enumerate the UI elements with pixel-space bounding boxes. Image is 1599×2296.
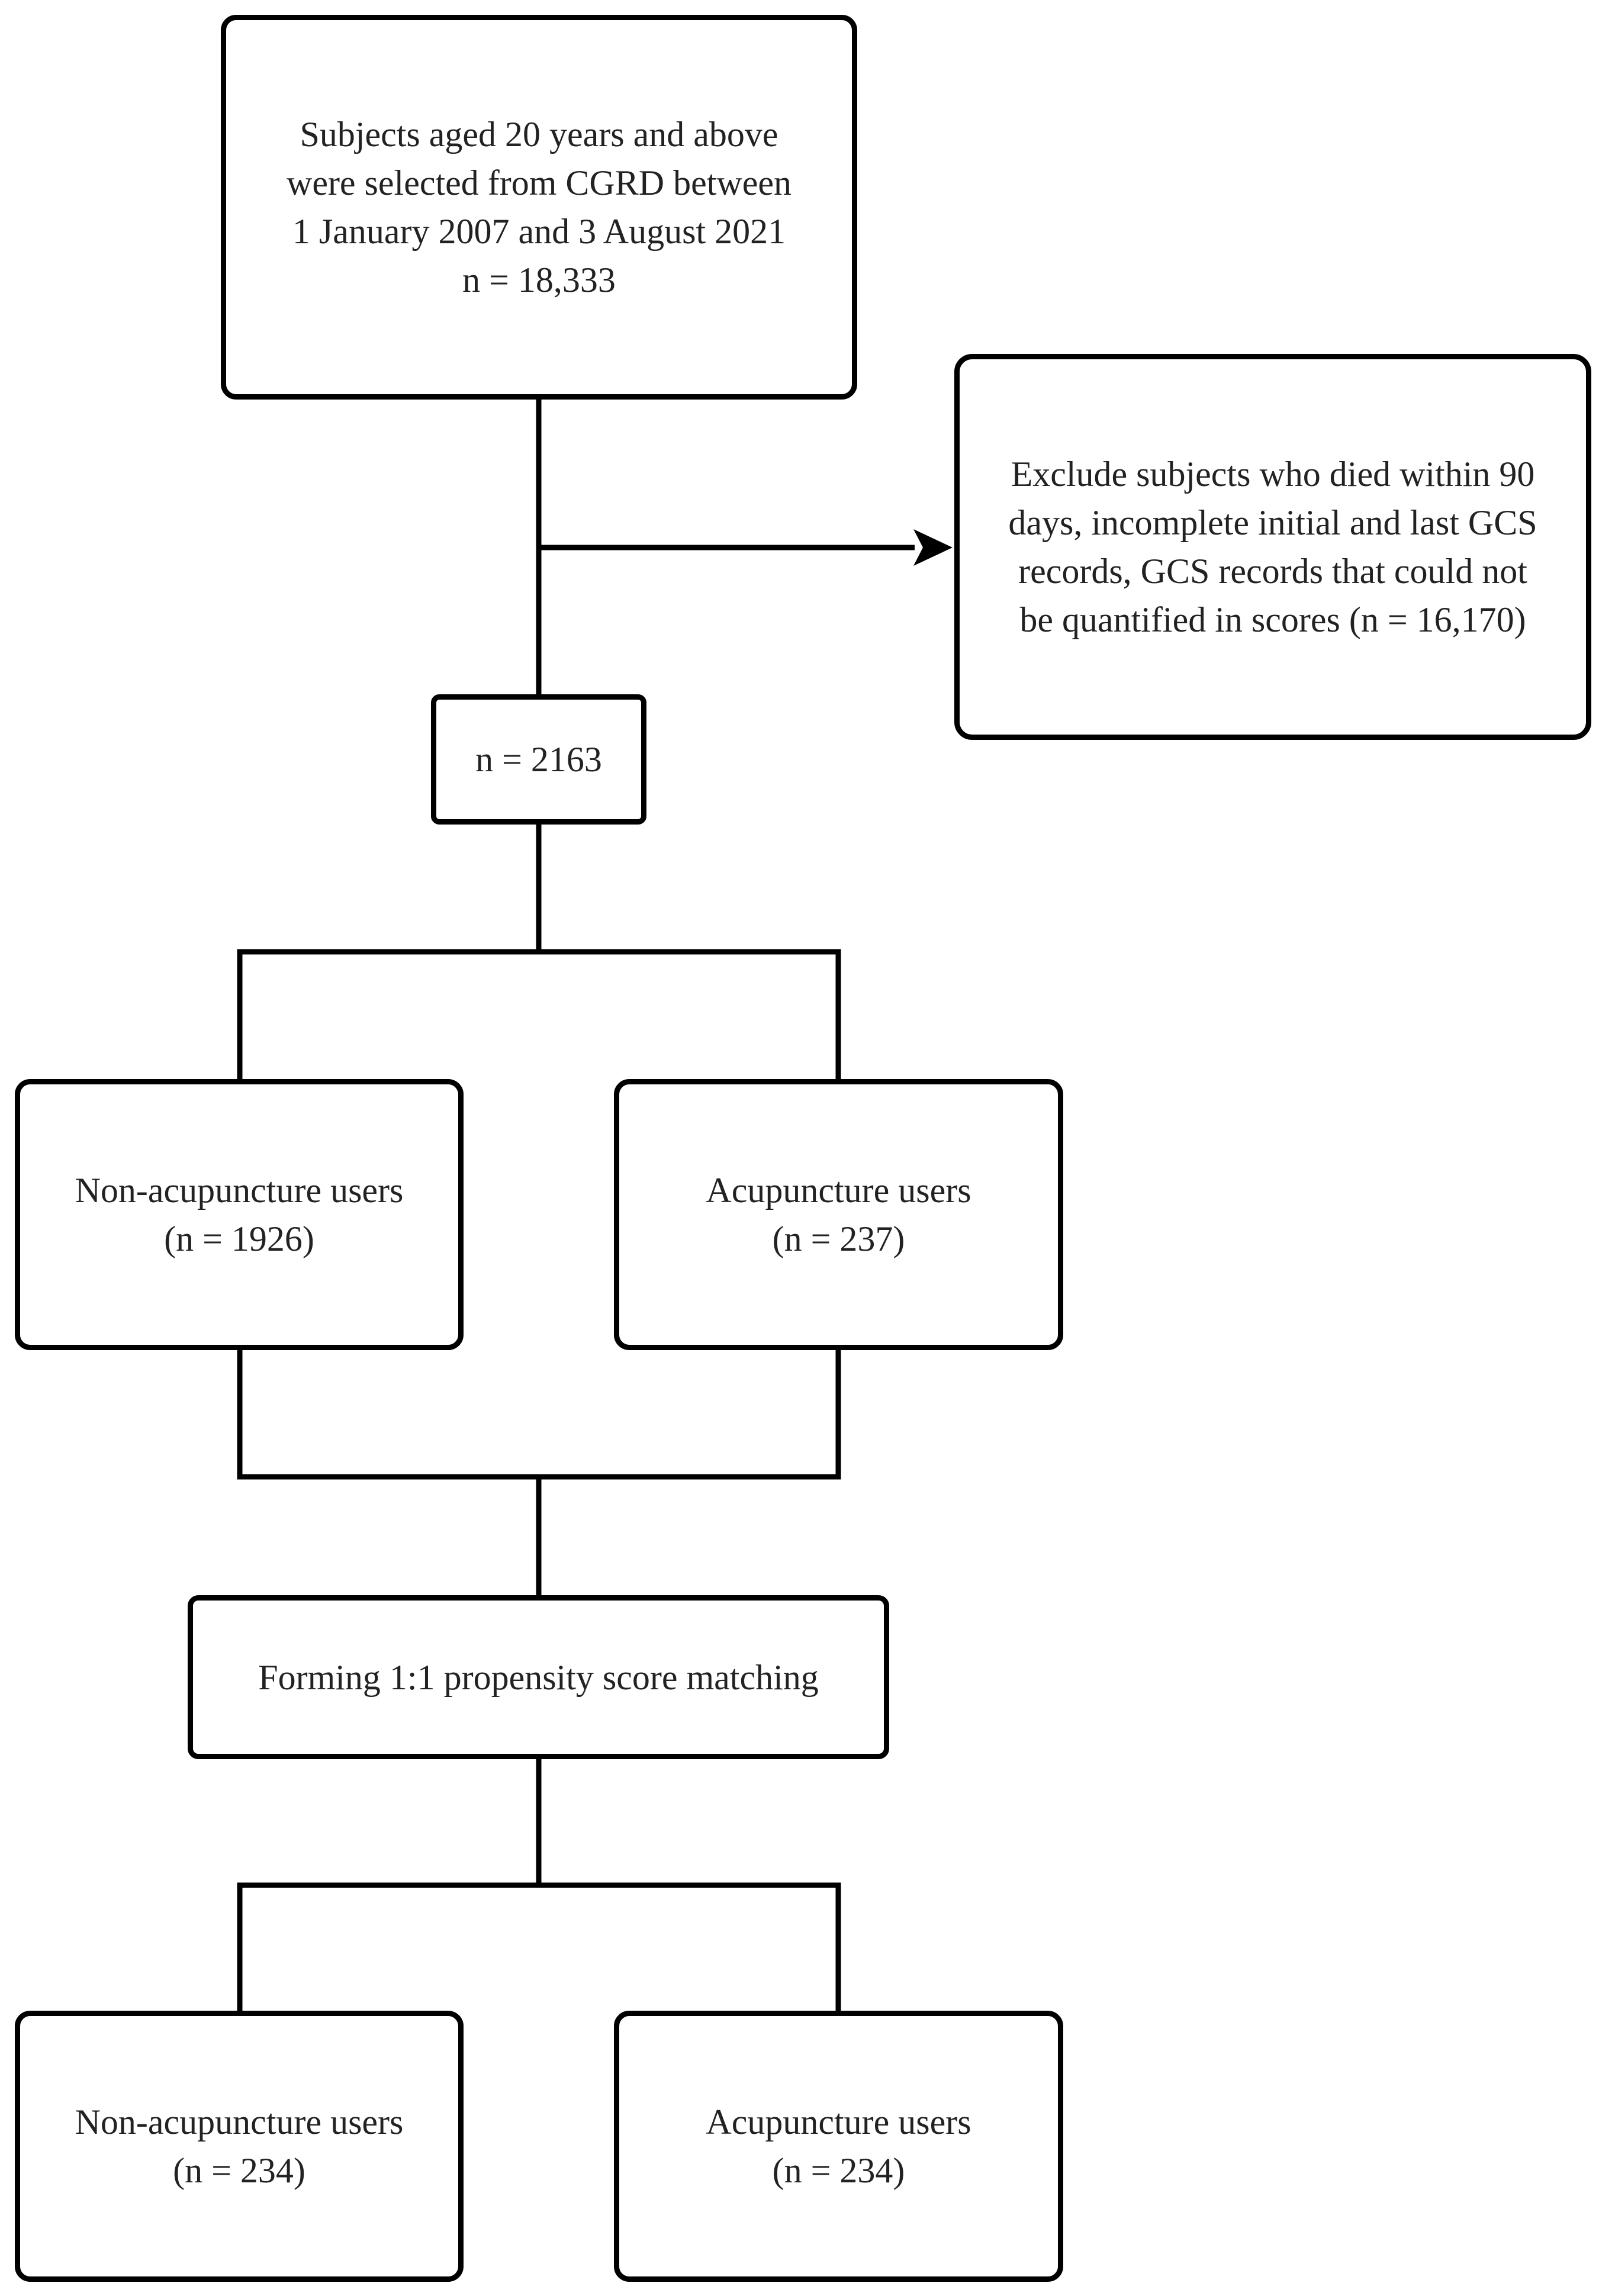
acupuncture-users-box-before-matching: Acupuncture users (n = 237): [614, 1079, 1063, 1350]
connector-split-after-matching: [237, 1882, 841, 2011]
study-population-line-1: Subjects aged 20 years and above: [300, 115, 778, 154]
acupuncture-count-after: (n = 234): [772, 2151, 905, 2190]
exclusion-line-1: Exclude subjects who died within 90: [1011, 455, 1535, 494]
non-acupuncture-users-box-before-matching: Non-acupuncture users (n = 1926): [15, 1079, 464, 1350]
connector-split-before-matching: [237, 949, 841, 1079]
study-population-count: n = 18,333: [462, 260, 616, 300]
acupuncture-users-box-after-matching: Acupuncture users (n = 234): [614, 2011, 1063, 2282]
study-population-box: Subjects aged 20 years and above were se…: [221, 15, 857, 400]
non-acupuncture-count-after: (n = 234): [173, 2151, 305, 2190]
study-population-line-2: were selected from CGRD between: [286, 163, 792, 202]
propensity-score-matching-box: Forming 1:1 propensity score matching: [188, 1595, 889, 1759]
non-acupuncture-count-before: (n = 1926): [164, 1219, 314, 1258]
connector-merge-before-matching: [237, 1350, 841, 1480]
exclusion-criteria-box: Exclude subjects who died within 90 days…: [954, 354, 1591, 740]
exclusion-line-3: records, GCS records that could not: [1018, 552, 1527, 591]
acupuncture-label-after: Acupuncture users: [706, 2102, 971, 2142]
acupuncture-label-before: Acupuncture users: [706, 1171, 971, 1210]
exclusion-line-4: be quantified in scores (n = 16,170): [1019, 600, 1526, 639]
non-acupuncture-users-box-after-matching: Non-acupuncture users (n = 234): [15, 2011, 464, 2282]
study-population-line-3: 1 January 2007 and 3 August 2021: [292, 212, 786, 251]
remaining-subjects-box: n = 2163: [431, 694, 646, 825]
propensity-score-matching-label: Forming 1:1 propensity score matching: [258, 1657, 819, 1697]
non-acupuncture-label-after: Non-acupuncture users: [75, 2102, 404, 2142]
non-acupuncture-label-before: Non-acupuncture users: [75, 1171, 404, 1210]
remaining-count: n = 2163: [475, 740, 602, 779]
exclusion-line-2: days, incomplete initial and last GCS: [1008, 503, 1537, 542]
arrowhead-icon: [913, 529, 953, 566]
acupuncture-count-before: (n = 237): [772, 1219, 905, 1258]
